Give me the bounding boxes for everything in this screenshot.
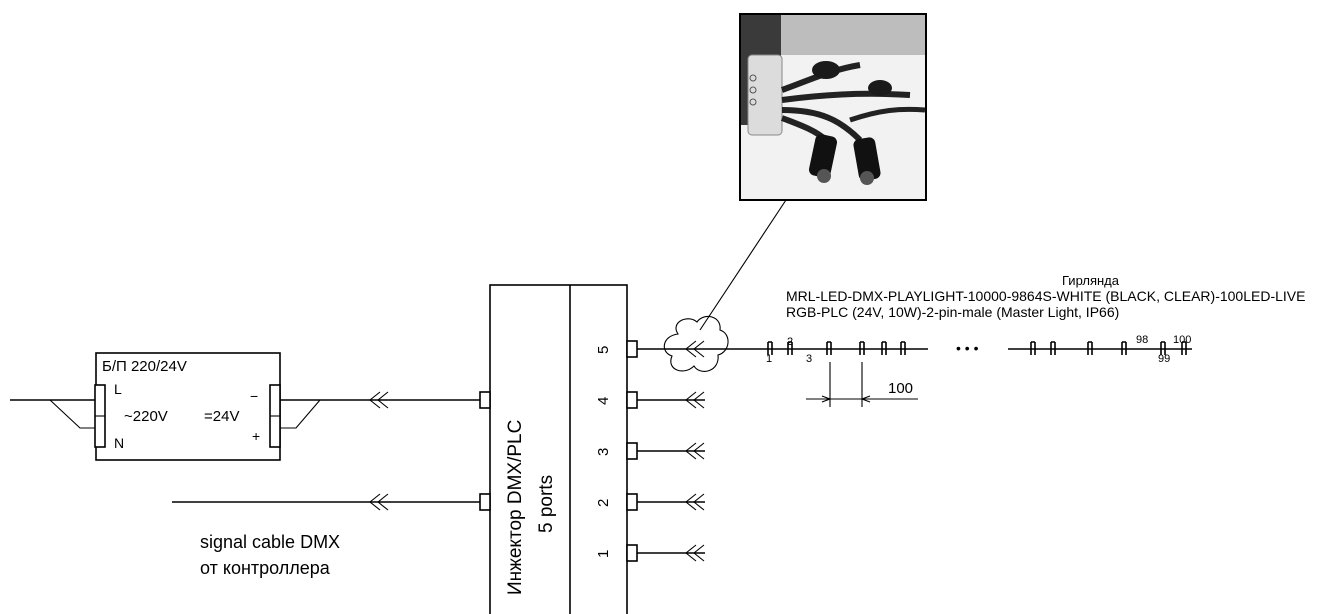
- led-label-2: 2: [787, 336, 793, 348]
- connector-arrow: [685, 442, 697, 460]
- connector-arrow: [693, 391, 705, 409]
- port-label-4: 4: [595, 397, 612, 405]
- port-terminal-1: [626, 544, 638, 562]
- garland-title: Гирлянда: [1062, 273, 1120, 288]
- led-bulb: [881, 341, 887, 355]
- injector-title: Инжектор DMX/PLC: [505, 420, 526, 595]
- port-label-5: 5: [595, 346, 612, 354]
- connector-arrow: [685, 340, 697, 358]
- connector-photo: [739, 13, 927, 201]
- port-label-1: 1: [595, 550, 612, 558]
- garland-ellipsis: • • •: [956, 340, 979, 356]
- port-terminal-5: [626, 340, 638, 358]
- port-3: 3: [595, 442, 705, 460]
- port-group: 5 4 3 2 1: [595, 340, 748, 562]
- plus-label: +: [252, 428, 260, 444]
- port-terminal-3: [626, 442, 638, 460]
- connector-callout: [663, 315, 729, 372]
- port-5: 5: [595, 340, 748, 358]
- spacing-label: 100: [888, 380, 913, 397]
- connector-arrow: [693, 544, 705, 562]
- spacing-dimension: 100: [806, 362, 918, 407]
- led-bulb: [787, 341, 793, 355]
- port-terminal-4: [626, 391, 638, 409]
- connector-arrow: [685, 391, 697, 409]
- port-2: 2: [595, 493, 705, 511]
- led-bulb: [1030, 341, 1036, 355]
- power-supply-title: Б/П 220/24V: [102, 358, 187, 375]
- injector: Инжектор DMX/PLC 5 ports: [479, 284, 628, 614]
- injector-subtitle: 5 ports: [536, 475, 557, 533]
- led-bulb: [1121, 341, 1127, 355]
- connector-arrow: [685, 493, 697, 511]
- led-group: [767, 341, 1187, 355]
- led-bulb: [1087, 341, 1093, 355]
- led-label-99: 99: [1158, 353, 1170, 365]
- input-voltage-label: ~220V: [124, 408, 168, 425]
- power-supply: Б/П 220/24V L N ~220V =24V − +: [94, 352, 281, 461]
- led-bulb: [900, 341, 906, 355]
- led-bulb: [767, 341, 773, 355]
- led-bulb: [826, 341, 832, 355]
- garland-model-line1: MRL-LED-DMX-PLAYLIGHT-10000-9864S-WHITE …: [786, 288, 1305, 304]
- port-1: 1: [595, 544, 705, 562]
- led-bulb: [859, 341, 865, 355]
- led-label-1: 1: [766, 353, 772, 365]
- led-label-3: 3: [806, 353, 812, 365]
- led-label-98: 98: [1136, 334, 1148, 346]
- led-bulb: [1181, 341, 1187, 355]
- led-bulb: [1160, 341, 1166, 355]
- minus-label: −: [250, 388, 258, 404]
- signal-cable-sublabel: от контроллера: [200, 558, 331, 578]
- connector-arrow: [693, 340, 705, 358]
- port-terminal-2: [626, 493, 638, 511]
- led-bulb: [1050, 341, 1056, 355]
- port-label-2: 2: [595, 499, 612, 507]
- led-label-100: 100: [1173, 334, 1191, 346]
- output-voltage-label: =24V: [204, 408, 239, 425]
- signal-cable-label: signal cable DMX: [200, 532, 340, 552]
- connector-arrow: [693, 442, 705, 460]
- connector-arrow: [685, 544, 697, 562]
- connector-arrow: [693, 493, 705, 511]
- garland-model-line2: RGB-PLC (24V, 10W)-2-pin-male (Master Li…: [786, 304, 1119, 320]
- port-4: 4: [595, 391, 705, 409]
- terminal-l-label: L: [114, 381, 122, 397]
- port-label-3: 3: [595, 448, 612, 456]
- photo-leader-line: [699, 199, 787, 331]
- terminal-n-label: N: [114, 435, 124, 451]
